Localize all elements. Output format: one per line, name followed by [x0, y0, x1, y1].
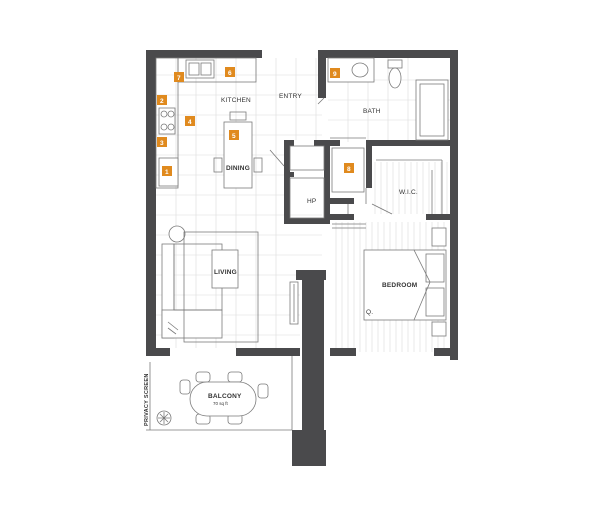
wic-shelving [376, 159, 443, 214]
badge-2: 2 [157, 95, 167, 105]
label-living: LIVING [214, 269, 237, 276]
badge-6: 6 [225, 67, 235, 77]
svg-text:4: 4 [188, 119, 192, 126]
svg-text:7: 7 [177, 75, 181, 82]
label-wic: W.I.C. [399, 189, 418, 196]
label-bath: BATH [363, 108, 381, 115]
badge-4: 4 [185, 116, 195, 126]
label-balcony-area: 70 sq ft [213, 401, 229, 406]
svg-text:8: 8 [347, 166, 351, 173]
balcony [146, 356, 293, 431]
label-bed-size: Q. [366, 309, 373, 316]
badge-7: 7 [174, 72, 184, 82]
label-entry: ENTRY [279, 93, 302, 100]
label-hp: HP [307, 198, 316, 205]
label-dining: DINING [226, 165, 250, 172]
svg-text:2: 2 [160, 98, 164, 105]
svg-text:6: 6 [228, 70, 232, 77]
dining-table [213, 111, 263, 189]
badge-8: 8 [344, 163, 354, 173]
walls [146, 50, 458, 466]
laundry [331, 147, 393, 215]
label-privacy-screen: PRIVACY SCREEN [144, 373, 150, 426]
badge-5: 5 [229, 130, 239, 140]
entry-fixtures [269, 97, 325, 219]
svg-text:5: 5 [232, 133, 236, 140]
living-furniture [161, 225, 299, 343]
badge-3: 3 [157, 137, 167, 147]
svg-text:1: 1 [165, 169, 169, 176]
badge-1: 1 [162, 166, 172, 176]
svg-text:3: 3 [160, 140, 164, 147]
bedroom-furniture [332, 223, 447, 337]
svg-text:9: 9 [333, 71, 337, 78]
label-balcony: BALCONY [208, 393, 242, 400]
badge-9: 9 [330, 68, 340, 78]
label-bedroom: BEDROOM [382, 282, 417, 289]
label-kitchen: KITCHEN [221, 97, 251, 104]
